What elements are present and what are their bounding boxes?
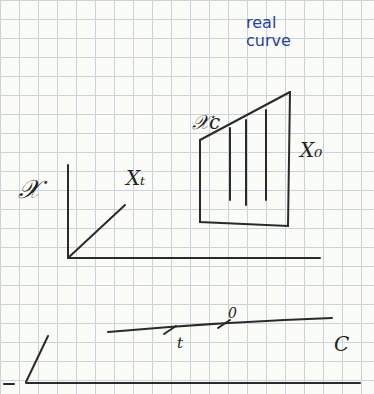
region-label: 𝒳c bbox=[192, 112, 220, 132]
curve-label: C bbox=[334, 334, 349, 354]
fiber-label: X₀ bbox=[300, 140, 322, 160]
axis-label: 𝒳 bbox=[18, 176, 40, 202]
fibers bbox=[230, 110, 266, 205]
axes bbox=[68, 165, 320, 258]
base-curve bbox=[108, 318, 332, 332]
point-marks bbox=[164, 320, 230, 334]
point-label: 0 bbox=[228, 306, 237, 320]
note-text: real curve bbox=[246, 14, 316, 49]
base-axis bbox=[4, 336, 360, 384]
fiber-axis bbox=[68, 205, 125, 258]
point-label: t bbox=[177, 336, 183, 351]
axis-label: Xₜ bbox=[126, 168, 145, 188]
